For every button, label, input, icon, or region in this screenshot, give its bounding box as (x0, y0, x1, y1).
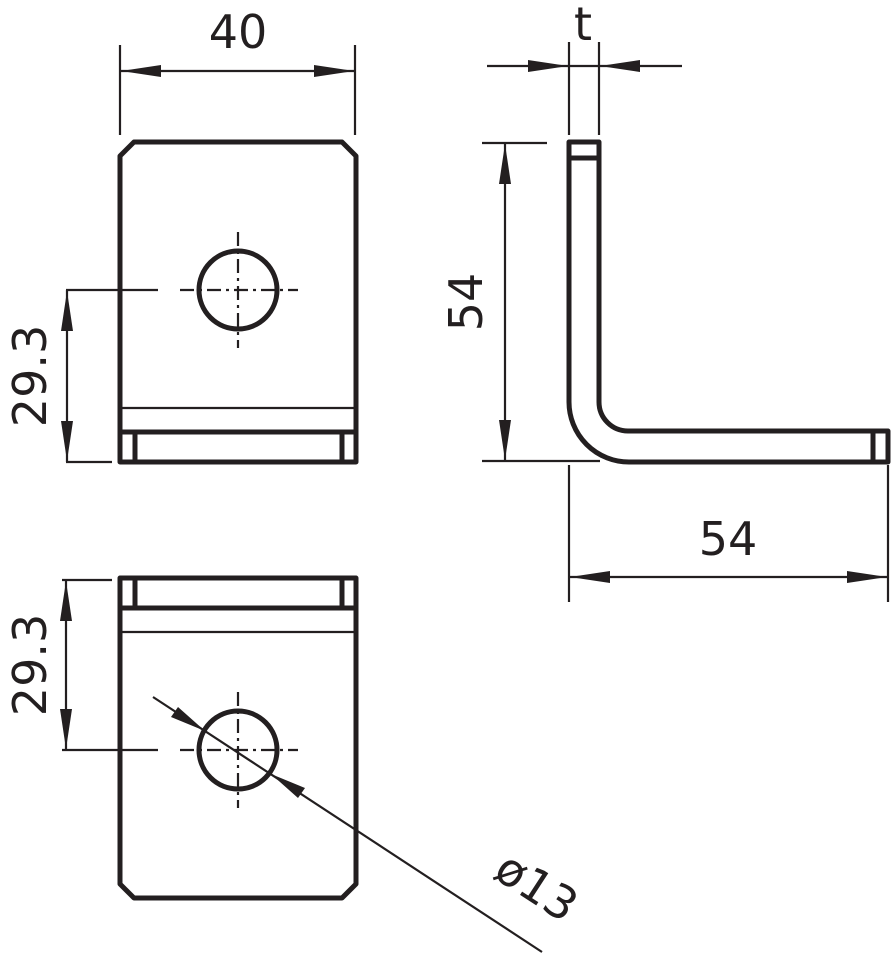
side-view (566, 139, 891, 465)
arrow-head (499, 420, 511, 460)
arrow-head (60, 709, 72, 749)
side-view-outline (566, 139, 891, 465)
dimension-thickness: t (487, 0, 682, 135)
dim-label-hole-height-top: 29.3 (3, 325, 57, 427)
bottom-view-outline (117, 575, 359, 901)
arrow-head (61, 291, 73, 331)
dimension-hole-height-bottom: 29.3 (3, 578, 158, 752)
top-view-outline (117, 139, 359, 465)
arrow-head (314, 65, 354, 77)
dim-label-thickness: t (574, 0, 592, 51)
dim-label-hole-diameter: ø13 (486, 840, 588, 933)
dimension-width: 40 (118, 5, 357, 135)
arrow-head (121, 65, 161, 77)
arrow-head (570, 571, 610, 583)
dimension-side-length: 54 (567, 465, 890, 602)
arrow-head (61, 421, 73, 461)
arrow-head (600, 60, 640, 72)
arrow-head (499, 144, 511, 184)
dimension-hole-diameter: ø13 (152, 696, 588, 953)
arrow-head (171, 707, 205, 731)
dimension-side-height: 54 (439, 141, 600, 463)
dim-label-side-height: 54 (439, 273, 493, 332)
arrow-head (528, 60, 568, 72)
arrow-head (60, 581, 72, 621)
dim-label-side-length: 54 (699, 512, 758, 566)
top-view (117, 139, 359, 465)
dim-label-width: 40 (209, 5, 268, 59)
arrow-head (847, 571, 887, 583)
dim-label-hole-height-bottom: 29.3 (3, 614, 57, 716)
arrow-head (271, 774, 305, 798)
dimension-hole-height-top: 29.3 (3, 288, 158, 464)
bottom-view (117, 575, 359, 901)
